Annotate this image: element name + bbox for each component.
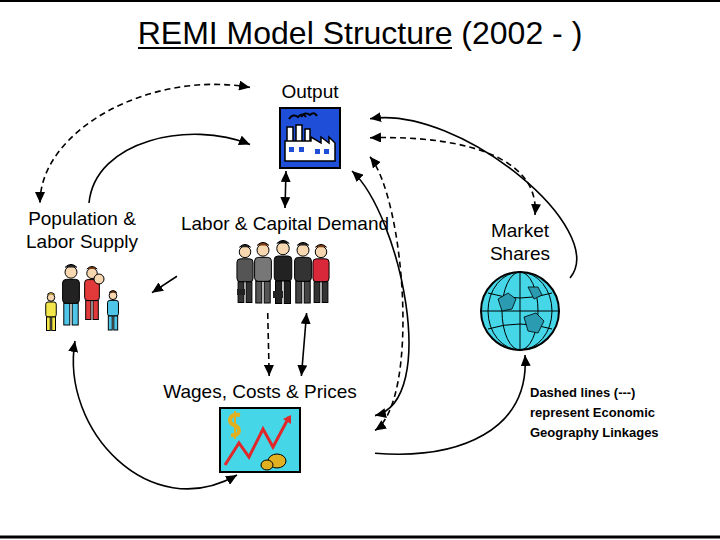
block-icon bbox=[279, 107, 341, 169]
block-label: Wages, Costs & Prices bbox=[145, 376, 375, 403]
model-block: Wages, Costs & Prices bbox=[145, 376, 375, 475]
dashed-linkage bbox=[40, 84, 250, 203]
block-label: Output bbox=[250, 76, 370, 103]
model-block: Output bbox=[250, 76, 370, 171]
linkage-arrow bbox=[73, 341, 237, 489]
block-icon bbox=[478, 269, 562, 353]
model-block: Labor & Capital Demand bbox=[177, 208, 393, 313]
dashed-linkage bbox=[370, 157, 403, 431]
block-icon bbox=[37, 257, 127, 339]
block-label: Labor & Capital Demand bbox=[177, 208, 393, 235]
block-icon bbox=[219, 407, 301, 473]
title-underline bbox=[138, 47, 453, 49]
linkage-arrow bbox=[375, 355, 525, 454]
linkage-arrow bbox=[370, 118, 577, 278]
block-label: Population & Labor Supply bbox=[12, 203, 152, 253]
linkage-arrow bbox=[301, 313, 306, 376]
note-text: Dashed lines (---) represent Economic Ge… bbox=[530, 383, 685, 443]
model-block: Population & Labor Supply bbox=[12, 203, 152, 341]
block-label: Market Shares bbox=[470, 215, 570, 265]
linkage-arrow bbox=[152, 276, 177, 292]
model-block: Market Shares bbox=[470, 215, 570, 355]
linkage-arrow bbox=[285, 171, 286, 208]
linkage-arrow bbox=[352, 171, 409, 416]
dashed-linkage bbox=[370, 138, 535, 215]
dashed-linkage bbox=[268, 313, 269, 376]
block-icon bbox=[233, 239, 337, 311]
linkage-arrow bbox=[89, 134, 250, 203]
